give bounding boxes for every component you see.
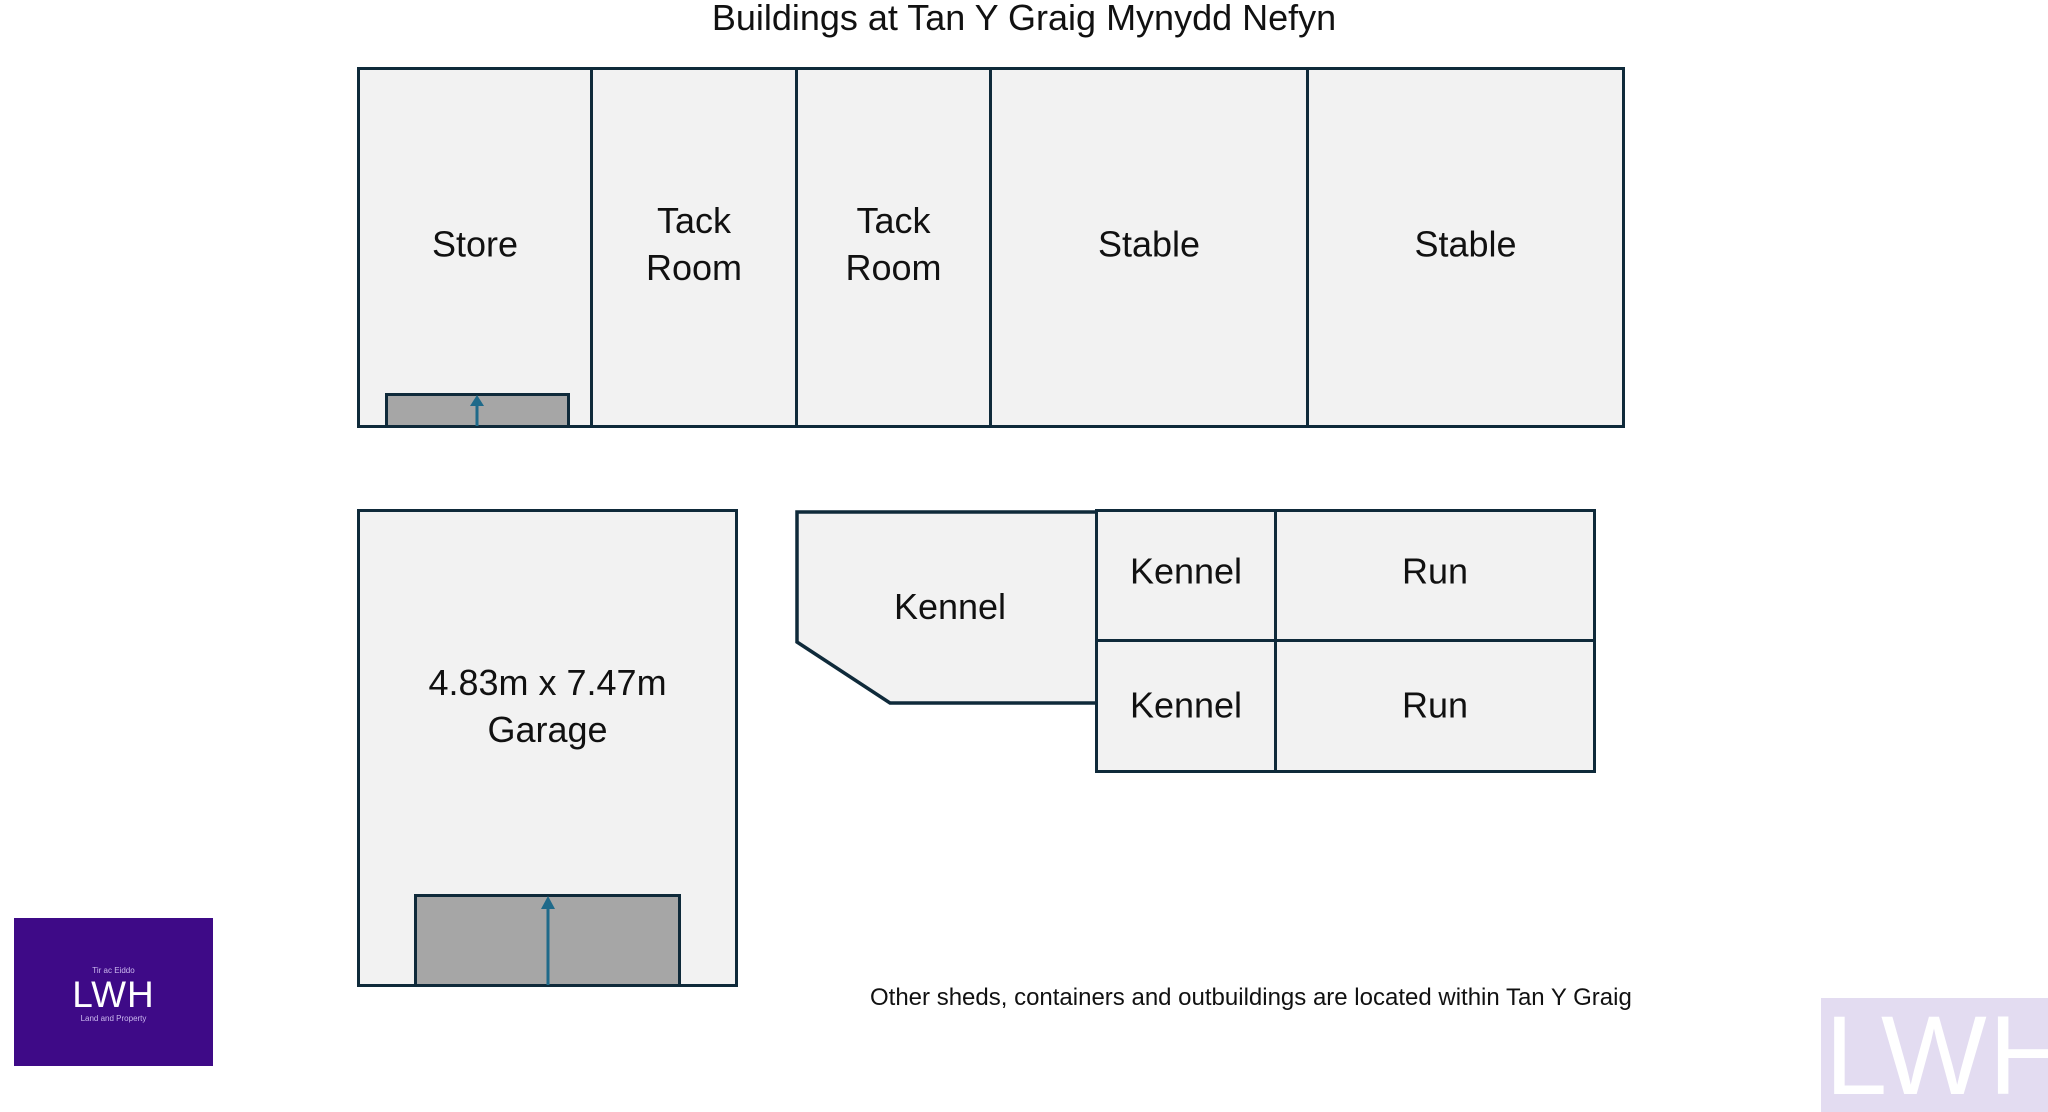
diagram-title: Buildings at Tan Y Graig Mynydd Nefyn	[711, 0, 1337, 38]
logo-tagline-bottom: Land and Property	[80, 1014, 147, 1023]
store-door-arrow-head	[470, 395, 484, 406]
watermark-text: LWH	[1825, 998, 2048, 1112]
lwh-watermark: LWH	[1821, 998, 2048, 1112]
room-tack-room-2: Tack Room	[795, 67, 992, 428]
footnote: Other sheds, containers and outbuildings…	[870, 984, 1632, 1011]
room-label-kennel-upper: Kennel	[1129, 550, 1243, 592]
room-stable-2: Stable	[1306, 67, 1625, 428]
room-label-kennel-main: Kennel	[893, 586, 1007, 627]
room-label-run-lower: Run	[1401, 684, 1469, 726]
room-store: Store	[357, 67, 593, 428]
room-label-store: Store	[431, 223, 519, 264]
room-label-stable-2: Stable	[1414, 223, 1517, 264]
room-kennel-lower: Kennel	[1095, 639, 1277, 773]
room-label-tack-room-1: Tack Room	[645, 199, 743, 288]
room-kennel-upper: Kennel	[1095, 509, 1277, 643]
logo-tagline-top: Tir ac Eiddo	[92, 966, 135, 975]
room-label-kennel-lower: Kennel	[1129, 684, 1243, 726]
logo-wordmark: LWH	[72, 974, 155, 1015]
room-run-lower: Run	[1274, 639, 1596, 773]
garage-door-arrow-head	[541, 896, 555, 909]
kennel-main-shape	[795, 510, 1099, 705]
room-label-stable-1: Stable	[1097, 223, 1201, 264]
room-run-upper: Run	[1274, 509, 1596, 643]
room-label-garage: 4.83m x 7.47m Garage	[428, 661, 667, 750]
room-label-tack-room-2: Tack Room	[845, 199, 942, 288]
room-label-run-upper: Run	[1401, 550, 1469, 592]
lwh-logo: Tir ac Eiddo LWH Land and Property	[14, 918, 213, 1066]
